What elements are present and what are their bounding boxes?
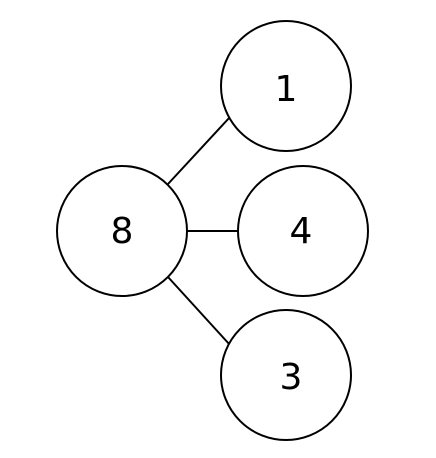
child-node-top: 1 <box>220 20 352 152</box>
child-node-bottom-label: 3 <box>280 357 303 398</box>
edge-root-to-child-3 <box>167 276 231 346</box>
child-node-bottom-circle <box>220 309 352 441</box>
child-node-bottom: 3 <box>220 309 352 441</box>
child-node-top-label: 1 <box>275 69 298 110</box>
child-node-middle-label: 4 <box>290 211 313 252</box>
child-node-top-circle <box>220 20 352 152</box>
edge-root-to-child-1 <box>167 116 231 185</box>
child-node-middle-circle <box>237 165 369 297</box>
root-node-circle <box>56 165 188 297</box>
root-node: 8 <box>56 165 188 297</box>
root-node-label: 8 <box>111 211 134 252</box>
child-node-middle: 4 <box>237 165 369 297</box>
